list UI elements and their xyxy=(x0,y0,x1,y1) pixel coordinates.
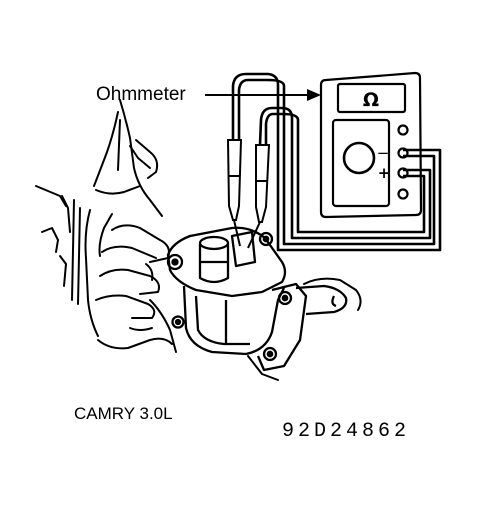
probes xyxy=(228,140,269,248)
ohmmeter-dial xyxy=(344,143,374,173)
ohmmeter-display xyxy=(338,84,405,112)
ignition-coil xyxy=(168,228,346,370)
lead-minus-outer xyxy=(233,74,440,250)
probe-right xyxy=(256,145,269,222)
engine-background xyxy=(36,100,361,380)
ohmmeter-label: Ohmmeter xyxy=(96,84,186,105)
terminal-plus xyxy=(399,169,408,178)
plus-sign: + xyxy=(378,164,391,182)
lead-plus-outer xyxy=(260,108,430,238)
probe-left xyxy=(228,140,241,220)
model-label: CAMRY 3.0L xyxy=(74,404,173,423)
lead-minus-inner xyxy=(239,80,434,244)
label-leader-arrow xyxy=(205,89,321,101)
ohmmeter-body xyxy=(321,73,421,217)
minus-sign: − xyxy=(377,144,390,162)
terminal-minus xyxy=(399,149,408,158)
test-lead-wires xyxy=(233,74,440,250)
lead-plus-inner xyxy=(266,114,424,232)
ohmmeter-dial-panel xyxy=(333,120,389,206)
ohm-symbol: Ω xyxy=(363,89,379,111)
terminal-4 xyxy=(399,190,408,199)
ohmmeter xyxy=(321,73,421,217)
figure-code: 92D24862 xyxy=(282,420,411,443)
terminal-1 xyxy=(399,126,408,135)
